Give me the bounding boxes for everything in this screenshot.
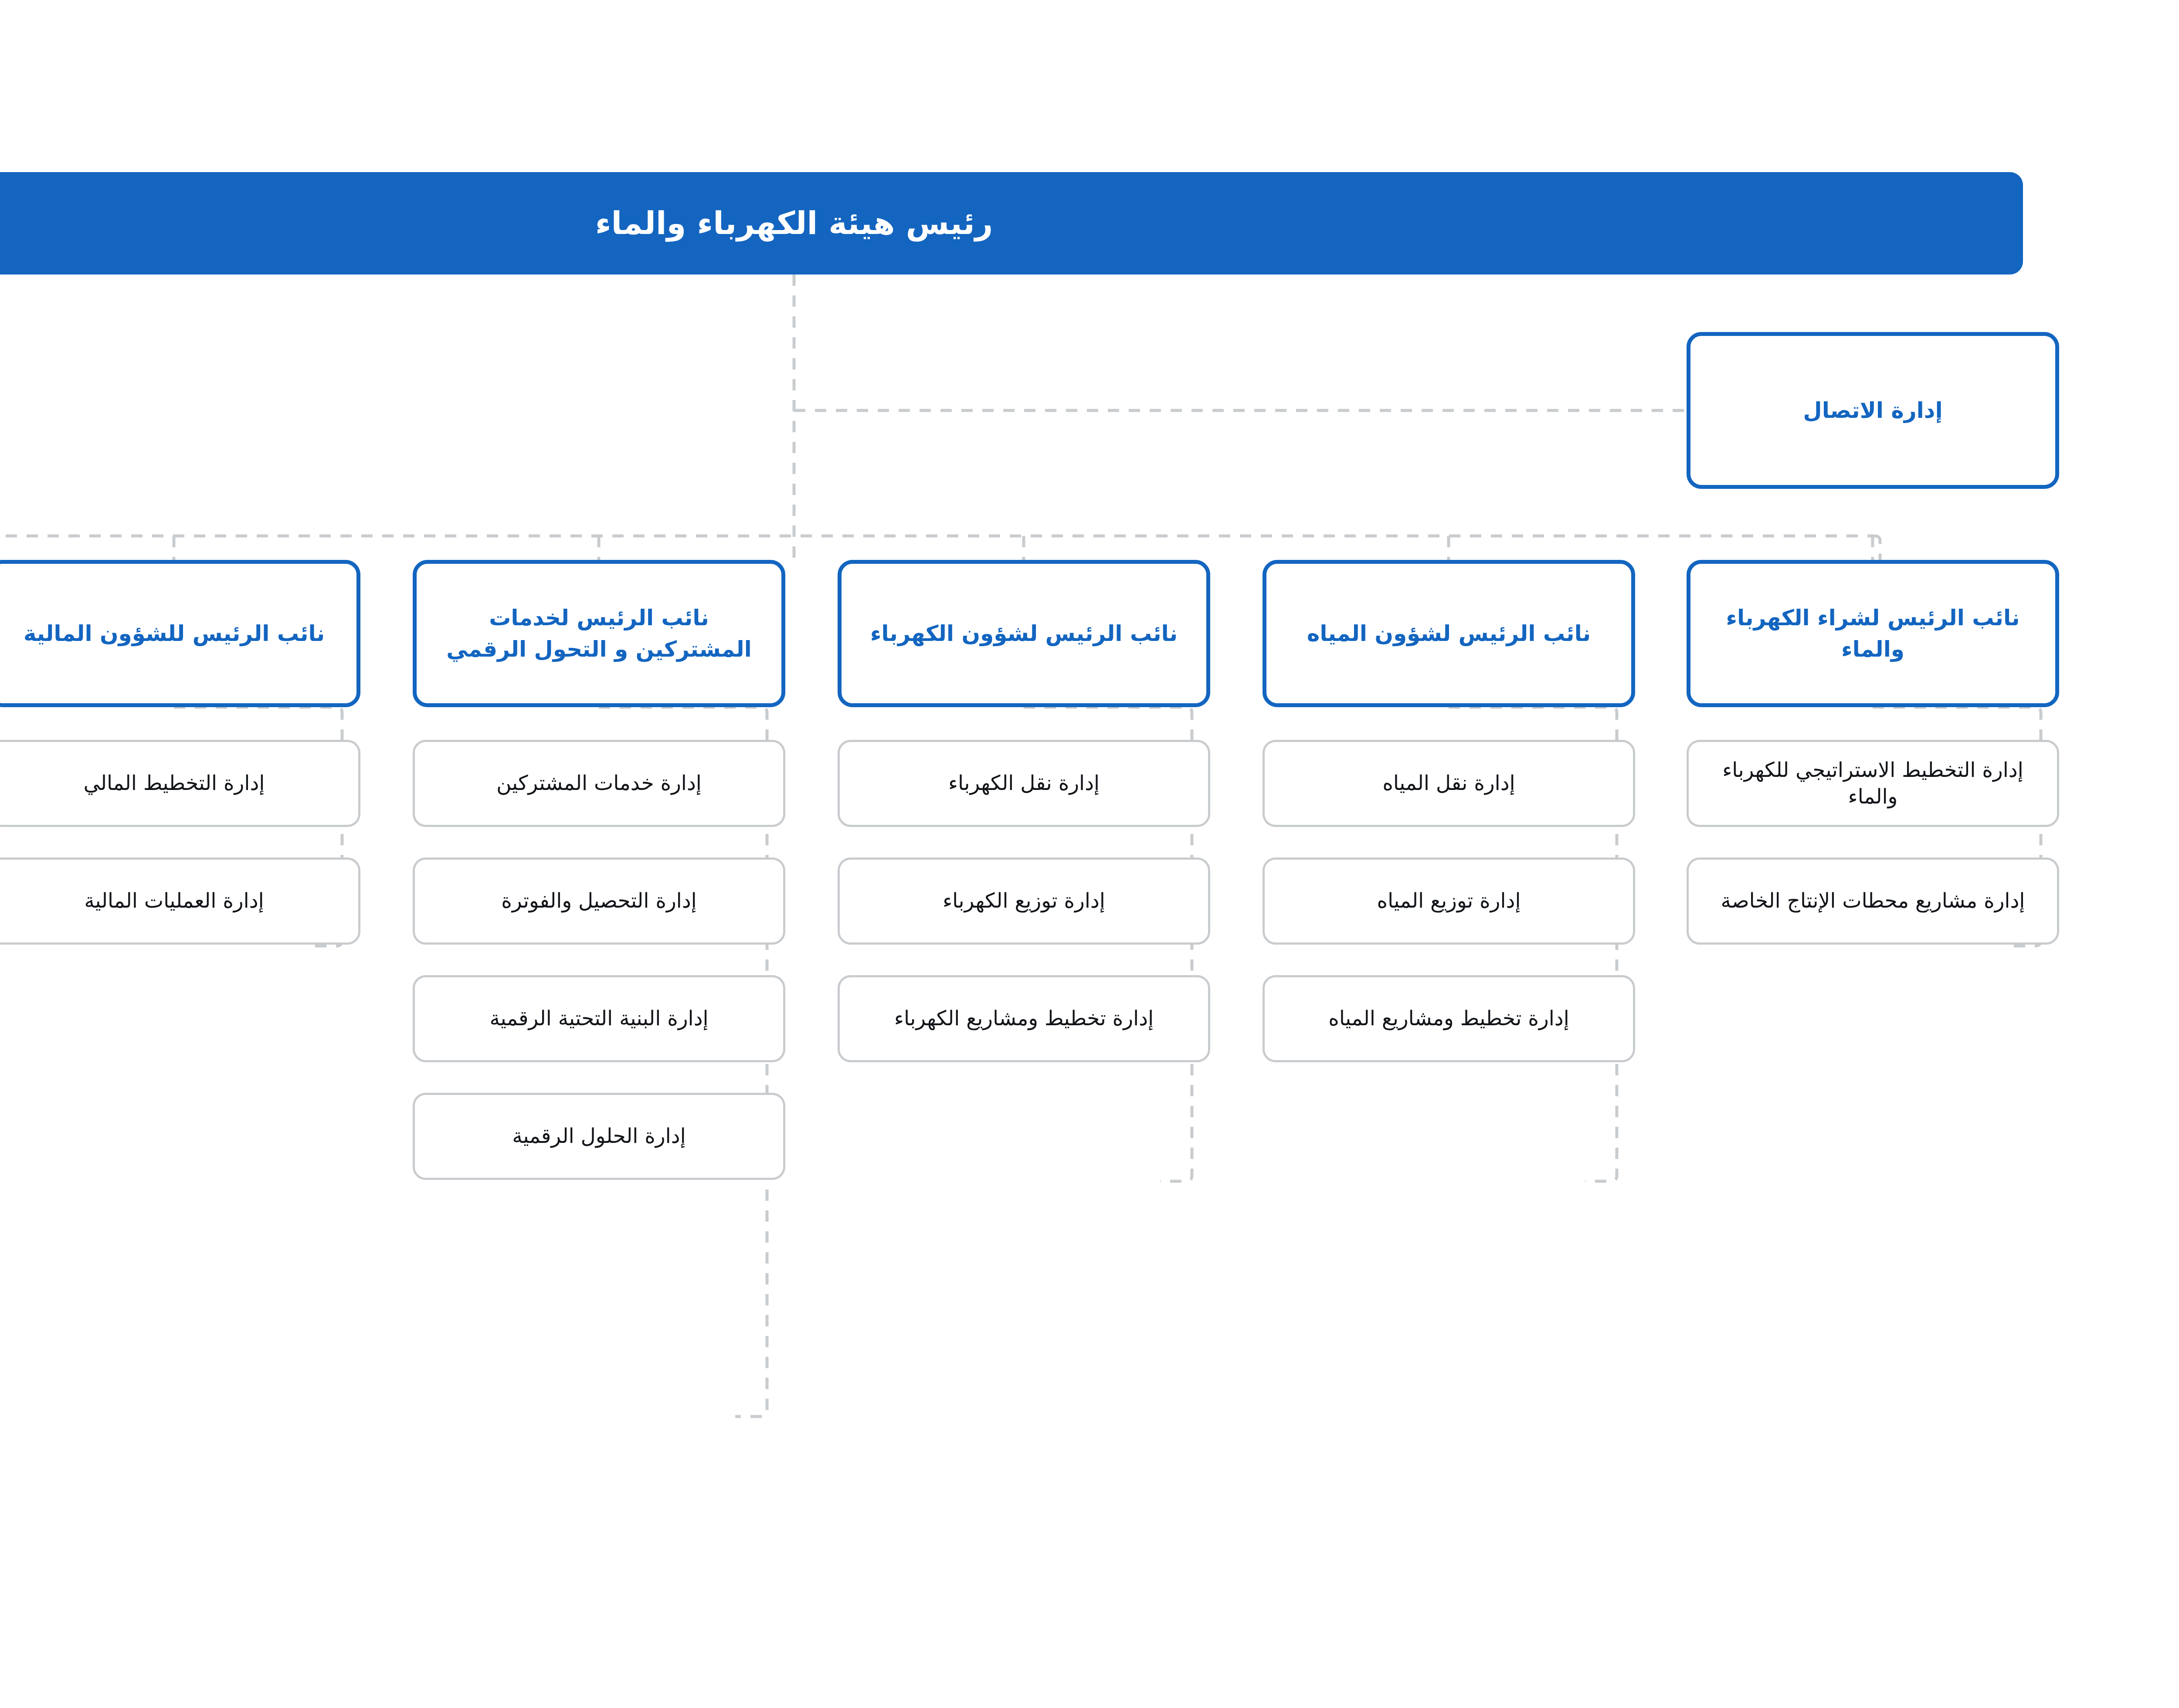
dept-node-label: إدارة تخطيط ومشاريع الكهرباء xyxy=(894,1006,1154,1031)
vp-node-financial-affairs[interactable]: نائب الرئيس للشؤون المالية xyxy=(0,560,360,707)
dept-node-label: إدارة البنية التحتية الرقمية xyxy=(489,1006,709,1031)
org-column-subscriber-digital: نائب الرئيس لخدمات المشتركين و التحول ال… xyxy=(413,560,785,1180)
vp-node-subscriber-services-digital[interactable]: نائب الرئيس لخدمات المشتركين و التحول ال… xyxy=(413,560,785,707)
dept-node-subscriber-services[interactable]: إدارة خدمات المشتركين xyxy=(413,740,785,827)
dept-node-label: إدارة توزيع المياه xyxy=(1377,889,1521,913)
dept-node-financial-operations[interactable]: إدارة العمليات المالية xyxy=(0,857,360,945)
dept-node-label: إدارة توزيع الكهرباء xyxy=(943,889,1105,913)
vp-node-water-affairs[interactable]: نائب الرئيس لشؤون المياه xyxy=(1263,560,1635,707)
root-node-chairman[interactable]: رئيس هيئة الكهرباء والماء xyxy=(0,172,2023,274)
dept-node-water-distribution[interactable]: إدارة توزيع المياه xyxy=(1263,857,1635,945)
child-list: إدارة نقل الكهرباء إدارة توزيع الكهرباء … xyxy=(838,740,1210,1062)
dept-node-label: إدارة العمليات المالية xyxy=(84,889,264,913)
dept-node-collection-billing[interactable]: إدارة التحصيل والفوترة xyxy=(413,857,785,945)
staff-node-label: إدارة الاتصال xyxy=(1803,397,1943,423)
dept-node-label: إدارة الحلول الرقمية xyxy=(512,1124,686,1149)
dept-node-label: إدارة خدمات المشتركين xyxy=(496,771,702,796)
vp-node-label: نائب الرئيس لشراء الكهرباء والماء xyxy=(1726,605,2020,662)
dept-node-digital-infrastructure[interactable]: إدارة البنية التحتية الرقمية xyxy=(413,975,785,1062)
child-list: إدارة نقل المياه إدارة توزيع المياه إدار… xyxy=(1263,740,1635,1062)
vp-node-label: نائب الرئيس لشؤون المياه xyxy=(1307,620,1591,646)
dept-node-financial-planning[interactable]: إدارة التخطيط المالي xyxy=(0,740,360,827)
dept-node-strategic-planning-power-water[interactable]: إدارة التخطيط الاستراتيجي للكهرباء والما… xyxy=(1687,740,2059,827)
vp-node-label: نائب الرئيس لخدمات المشتركين و التحول ال… xyxy=(446,605,752,662)
dept-node-label: إدارة التحصيل والفوترة xyxy=(501,889,697,913)
child-list: إدارة خدمات المشتركين إدارة التحصيل والف… xyxy=(413,740,785,1180)
vp-node-power-water-purchase[interactable]: نائب الرئيس لشراء الكهرباء والماء xyxy=(1687,560,2059,707)
dept-node-private-production-plants-projects[interactable]: إدارة مشاريع محطات الإنتاج الخاصة xyxy=(1687,857,2059,945)
org-column-power-water-purchase: نائب الرئيس لشراء الكهرباء والماء إدارة … xyxy=(1687,560,2059,945)
org-column-electricity-affairs: نائب الرئيس لشؤون الكهرباء إدارة نقل الك… xyxy=(838,560,1210,1062)
dept-node-water-transmission[interactable]: إدارة نقل المياه xyxy=(1263,740,1635,827)
dept-node-label: إدارة نقل الكهرباء xyxy=(948,771,1100,796)
dept-node-electricity-transmission[interactable]: إدارة نقل الكهرباء xyxy=(838,740,1210,827)
dept-node-water-planning-projects[interactable]: إدارة تخطيط ومشاريع المياه xyxy=(1263,975,1635,1062)
dept-node-label: إدارة تخطيط ومشاريع المياه xyxy=(1328,1006,1569,1031)
vp-node-label: نائب الرئيس لشؤون الكهرباء xyxy=(870,620,1178,646)
dept-node-label: إدارة التخطيط الاستراتيجي للكهرباء والما… xyxy=(1722,758,2023,809)
staff-node-communication[interactable]: إدارة الاتصال xyxy=(1687,332,2059,489)
vp-bus-right-cap xyxy=(1874,534,1882,560)
dept-node-label: إدارة التخطيط المالي xyxy=(83,771,265,796)
vp-node-electricity-affairs[interactable]: نائب الرئيس لشؤون الكهرباء xyxy=(838,560,1210,707)
child-list: إدارة التخطيط المالي إدارة العمليات الما… xyxy=(0,740,360,945)
child-list: إدارة التخطيط الاستراتيجي للكهرباء والما… xyxy=(1687,740,2059,945)
root-node-label: رئيس هيئة الكهرباء والماء xyxy=(595,205,993,242)
dept-node-label: إدارة نقل المياه xyxy=(1382,771,1515,796)
dept-node-label: إدارة مشاريع محطات الإنتاج الخاصة xyxy=(1721,889,2025,913)
dept-node-digital-solutions[interactable]: إدارة الحلول الرقمية xyxy=(413,1093,785,1180)
dept-node-electricity-planning-projects[interactable]: إدارة تخطيط ومشاريع الكهرباء xyxy=(838,975,1210,1062)
org-column-water-affairs: نائب الرئيس لشؤون المياه إدارة نقل الميا… xyxy=(1263,560,1635,1062)
dept-node-electricity-distribution[interactable]: إدارة توزيع الكهرباء xyxy=(838,857,1210,945)
org-column-financial-affairs: نائب الرئيس للشؤون المالية إدارة التخطيط… xyxy=(0,560,360,945)
vp-node-label: نائب الرئيس للشؤون المالية xyxy=(23,620,325,646)
